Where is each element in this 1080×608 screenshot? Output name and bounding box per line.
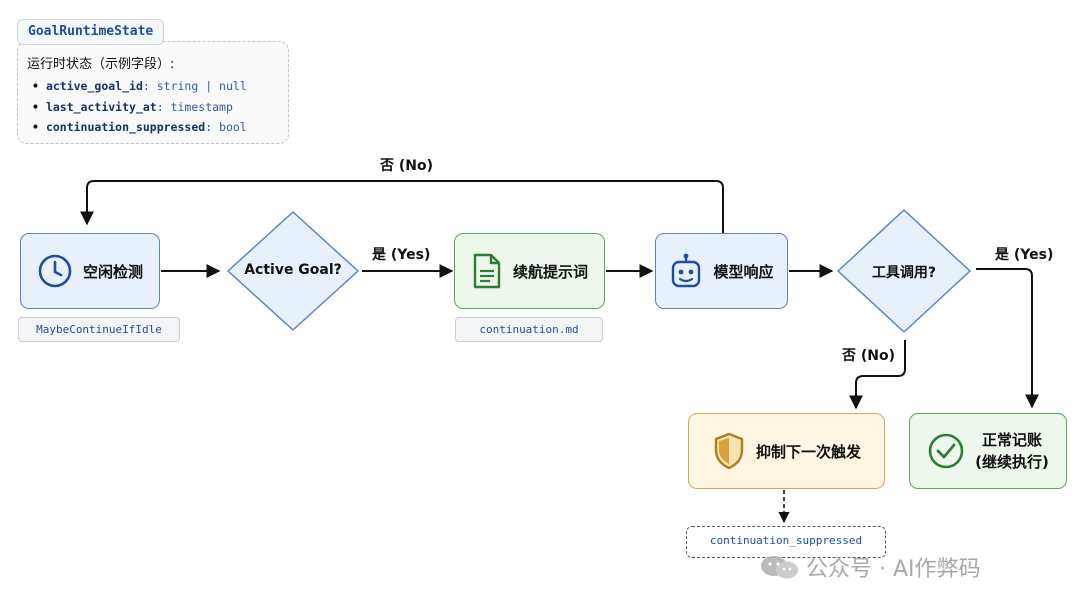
suppress-label: 抑制下一次触发 xyxy=(755,442,861,461)
watermark-text: 公众号 · AI作弊码 xyxy=(806,557,981,582)
tool-call-label: 工具调用? xyxy=(871,265,937,281)
suppress-node: 抑制下一次触发 xyxy=(688,413,885,489)
watermark: 公众号 · AI作弊码 xyxy=(760,551,981,583)
normal-label-line1: 正常记账 xyxy=(981,431,1042,449)
tool-call-diamond xyxy=(837,209,971,333)
normal-accounting-node: 正常记账 (继续执行) xyxy=(909,413,1067,489)
arrow-tool-call-yes xyxy=(976,268,1039,409)
normal-label-line2: (继续执行) xyxy=(975,453,1049,471)
continuation-prompt-node: 续航提示词 xyxy=(454,233,605,309)
arrow-loop-back-no xyxy=(80,180,724,233)
arrow-tool-call-no xyxy=(849,340,906,410)
robot-icon xyxy=(669,252,703,290)
suppress-flag-tag: continuation_suppressed xyxy=(686,526,886,558)
idle-tag: MaybeContinueIfIdle xyxy=(18,317,180,342)
idle-label: 空闲检测 xyxy=(82,262,143,281)
edge-label-tool-no: 否 (No) xyxy=(842,348,896,364)
document-icon xyxy=(471,252,503,290)
model-label: 模型响应 xyxy=(713,262,774,281)
state-field: •active_goal_id: string | null xyxy=(32,79,247,93)
clock-icon xyxy=(37,253,73,289)
model-response-node: 模型响应 xyxy=(655,233,788,309)
prompt-label: 续航提示词 xyxy=(512,262,588,281)
check-circle-icon xyxy=(927,432,965,470)
shield-icon xyxy=(712,431,746,471)
state-field: •continuation_suppressed: bool xyxy=(32,120,247,134)
state-field: •last_activity_at: timestamp xyxy=(32,100,233,114)
runtime-state-panel xyxy=(17,41,289,144)
state-title: GoalRuntimeState xyxy=(17,19,165,45)
active-goal-label: Active Goal? xyxy=(244,262,342,278)
prompt-tag: continuation.md xyxy=(455,317,603,342)
edge-label-tool-yes: 是 (Yes) xyxy=(995,247,1054,263)
wechat-icon xyxy=(760,554,800,580)
state-subtitle: 运行时状态（示例字段）: xyxy=(27,57,175,72)
idle-detection-node: 空闲检测 xyxy=(20,233,160,309)
active-goal-diamond xyxy=(227,211,359,331)
edge-label-loop-no: 否 (No) xyxy=(380,158,434,174)
edge-label-active-yes: 是 (Yes) xyxy=(372,247,431,263)
